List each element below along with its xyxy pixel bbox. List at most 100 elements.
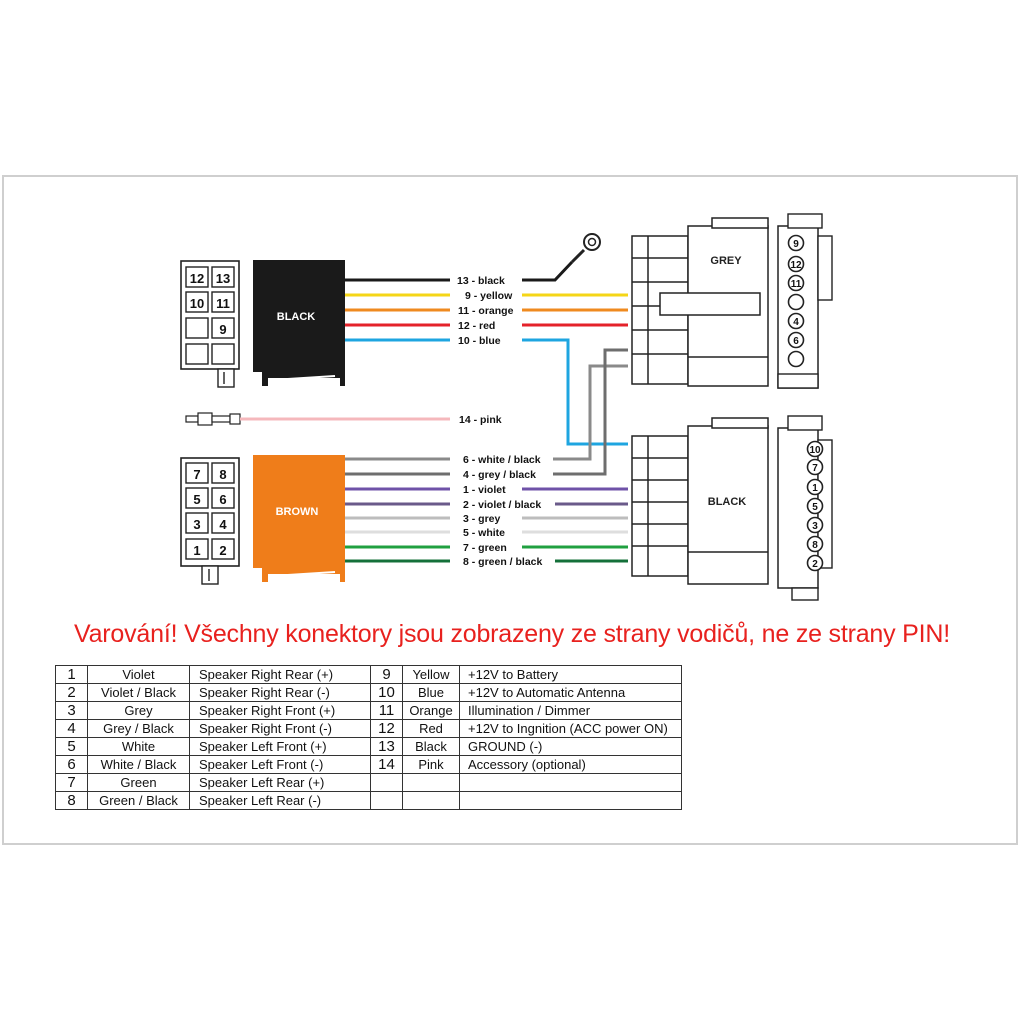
wire-label: 12 - red [458, 320, 495, 332]
pin-circle: 3 [806, 516, 824, 534]
pin-function: +12V to Automatic Antenna [459, 683, 682, 702]
pin-box: 8 [211, 462, 235, 484]
table-row: 3 Grey Speaker Right Front (+) 11 Orange… [55, 701, 682, 720]
grey-connector-face: 9 12 11 4 6 [777, 213, 833, 389]
pin-label: 13 [216, 271, 230, 286]
pin-circle: 1 [806, 478, 824, 496]
pin-label: 9 [219, 322, 226, 337]
pin-function [459, 773, 682, 792]
wire-4-right [553, 348, 628, 476]
pin-box: 5 [185, 487, 209, 509]
pin-box: 12 [185, 266, 209, 288]
antenna-plug-icon [185, 412, 241, 426]
diagram-frame [2, 175, 1018, 845]
pin-number [370, 791, 403, 810]
wire-color: Green / Black [87, 791, 190, 810]
wire-color [402, 791, 460, 810]
wire-label: 4 - grey / black [463, 469, 536, 481]
pin-label: 6 [219, 492, 226, 507]
wire-label: 9 - yellow [465, 290, 513, 302]
black-connector-label: BLACK [277, 311, 316, 323]
pin-circle: 5 [806, 497, 824, 515]
black-connector-face: 10 7 1 5 3 8 2 [777, 415, 833, 601]
pin-label: 6 [793, 336, 799, 347]
pin-box: 6 [211, 487, 235, 509]
wire-label: 10 - blue [458, 335, 501, 347]
pin-circle: 8 [806, 535, 824, 553]
pin-label: 9 [793, 239, 799, 250]
pin-label: 7 [812, 463, 818, 474]
pin-circle [787, 350, 805, 368]
wire-color: Orange [402, 701, 460, 720]
pin-number: 5 [55, 737, 88, 756]
warning-text: Varování! Všechny konektory jsou zobraze… [73, 620, 951, 648]
iso-pin-block-top: 12 13 10 11 9 [180, 260, 240, 388]
pin-label: 8 [812, 540, 818, 551]
pin-circle [787, 293, 805, 311]
wire-color: Black [402, 737, 460, 756]
pin-function: Speaker Right Rear (-) [189, 683, 371, 702]
pin-number: 14 [370, 755, 403, 774]
wiring-diagram: 12 13 10 11 9 7 8 5 6 3 4 1 2 BLACK BROW… [180, 213, 833, 601]
pin-number: 8 [55, 791, 88, 810]
black-connector-side: BLACK [631, 417, 769, 585]
wire-label: 11 - orange [458, 305, 514, 317]
wire-label: 5 - white [463, 527, 505, 539]
pin-number: 4 [55, 719, 88, 738]
table-row: 6 White / Black Speaker Left Front (-) 1… [55, 755, 682, 774]
wires-bottom: 6 - white / black 4 - grey / black 1 - v… [345, 348, 628, 568]
pin-circle: 12 [787, 255, 805, 273]
pin-number: 2 [55, 683, 88, 702]
pin-function: Speaker Right Front (-) [189, 719, 371, 738]
wire-color: Violet / Black [87, 683, 190, 702]
pin-function [459, 791, 682, 810]
table-row: 5 White Speaker Left Front (+) 13 Black … [55, 737, 682, 756]
pin-label: 2 [812, 559, 818, 570]
pin-circle: 4 [787, 312, 805, 330]
wire-label: 2 - violet / black [463, 499, 541, 511]
pin-function: Accessory (optional) [459, 755, 682, 774]
pin-label: 4 [793, 317, 799, 328]
wire-label: 8 - green / black [463, 556, 543, 568]
table-row: 4 Grey / Black Speaker Right Front (-) 1… [55, 719, 682, 738]
brown-connector-label: BROWN [276, 506, 319, 518]
wire-10-blue-right [522, 338, 628, 446]
wire-color: Grey [87, 701, 190, 720]
grey-connector-side: GREY [631, 217, 769, 387]
pin-box: 13 [211, 266, 235, 288]
pin-label: 2 [219, 543, 226, 558]
pin-circle: 6 [787, 331, 805, 349]
pin-box: 7 [185, 462, 209, 484]
table-row: 8 Green / Black Speaker Left Rear (-) [55, 791, 682, 810]
pin-function: +12V to Ingnition (ACC power ON) [459, 719, 682, 738]
wire-color: White / Black [87, 755, 190, 774]
wires-top: 13 - black 9 - yellow 11 - orange 12 - r… [345, 233, 628, 446]
wire-13-black-ground [522, 260, 574, 282]
pin-number: 6 [55, 755, 88, 774]
pin-function: Speaker Left Rear (+) [189, 773, 371, 792]
wire-label: 7 - green [463, 542, 507, 554]
pin-number: 1 [55, 665, 88, 684]
pin-function: Speaker Right Front (+) [189, 701, 371, 720]
pin-number [370, 773, 403, 792]
pin-number: 3 [55, 701, 88, 720]
table-row: 7 Green Speaker Left Rear (+) [55, 773, 682, 792]
pin-number: 10 [370, 683, 403, 702]
wire-14-pink-group: 14 - pink [185, 412, 502, 426]
connector-latch [217, 368, 235, 388]
pin-label: 10 [190, 296, 204, 311]
pin-function: +12V to Battery [459, 665, 682, 684]
pin-number: 11 [370, 701, 403, 720]
ring-terminal-icon [570, 233, 601, 264]
wire-label: 14 - pink [459, 414, 502, 426]
pin-label: 10 [809, 445, 821, 456]
wire-color: Pink [402, 755, 460, 774]
pin-circle: 7 [806, 458, 824, 476]
grey-connector-label: GREY [710, 255, 742, 267]
pin-function: Illumination / Dimmer [459, 701, 682, 720]
pin-function: Speaker Left Rear (-) [189, 791, 371, 810]
pin-box: 11 [211, 291, 235, 313]
pin-label: 5 [193, 492, 200, 507]
pin-circle: 10 [806, 440, 824, 458]
pin-label: 3 [193, 517, 200, 532]
